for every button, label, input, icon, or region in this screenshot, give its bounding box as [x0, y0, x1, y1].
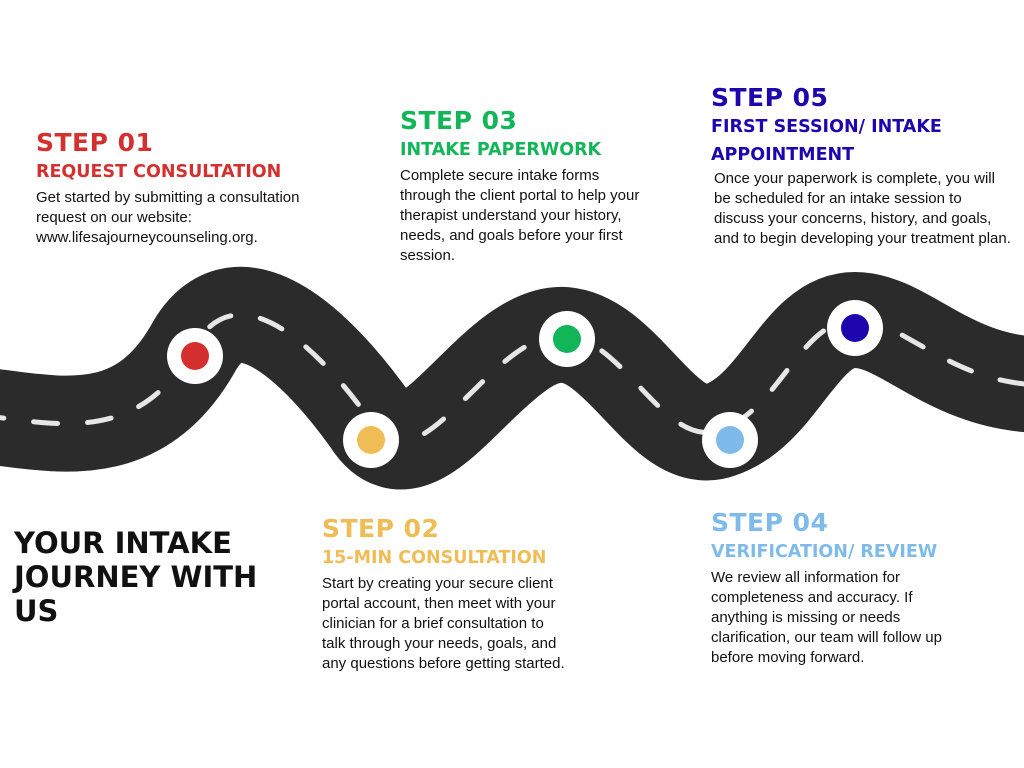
- step-04-marker: [702, 412, 758, 468]
- step-05-description: Once your paperwork is complete, you wil…: [714, 170, 1011, 247]
- step-01-number: STEP 01: [36, 128, 154, 157]
- step-04-dot: [716, 426, 744, 454]
- step-05-number: STEP 05: [711, 83, 829, 112]
- step-04-number: STEP 04: [711, 508, 829, 537]
- step-02-title: 15-MIN CONSULTATION: [322, 548, 547, 568]
- step-01-marker: [167, 328, 223, 384]
- step-02-dot: [357, 426, 385, 454]
- step-01-title: REQUEST CONSULTATION: [36, 162, 282, 182]
- step-03-title: INTAKE PAPERWORK: [400, 140, 602, 160]
- step-02: STEP 02 15-MIN CONSULTATION Start by cre…: [322, 514, 567, 674]
- journey-title: YOUR INTAKE JOURNEY WITH US: [14, 526, 258, 628]
- step-02-description: Start by creating your secure client por…: [322, 575, 565, 672]
- step-05-dot: [841, 314, 869, 342]
- step-03-number: STEP 03: [400, 106, 518, 135]
- step-03-description: Complete secure intake forms through the…: [400, 167, 640, 264]
- step-04: STEP 04 VERIFICATION/ REVIEW We review a…: [711, 508, 971, 668]
- step-01-dot: [181, 342, 209, 370]
- step-05: STEP 05 FIRST SESSION/ INTAKE APPOINTMEN…: [711, 83, 1011, 249]
- step-02-number: STEP 02: [322, 514, 440, 543]
- step-03: STEP 03 INTAKE PAPERWORK Complete secure…: [400, 106, 650, 266]
- step-05-marker: [827, 300, 883, 356]
- step-01-description: Get started by submitting a consultation…: [36, 189, 300, 246]
- step-04-title: VERIFICATION/ REVIEW: [711, 542, 938, 562]
- step-03-marker: [539, 311, 595, 367]
- step-04-description: We review all information for completene…: [711, 569, 942, 666]
- step-03-dot: [553, 325, 581, 353]
- step-01: STEP 01 REQUEST CONSULTATION Get started…: [36, 128, 326, 248]
- step-02-marker: [343, 412, 399, 468]
- step-05-title: FIRST SESSION/ INTAKE APPOINTMENT: [711, 117, 942, 165]
